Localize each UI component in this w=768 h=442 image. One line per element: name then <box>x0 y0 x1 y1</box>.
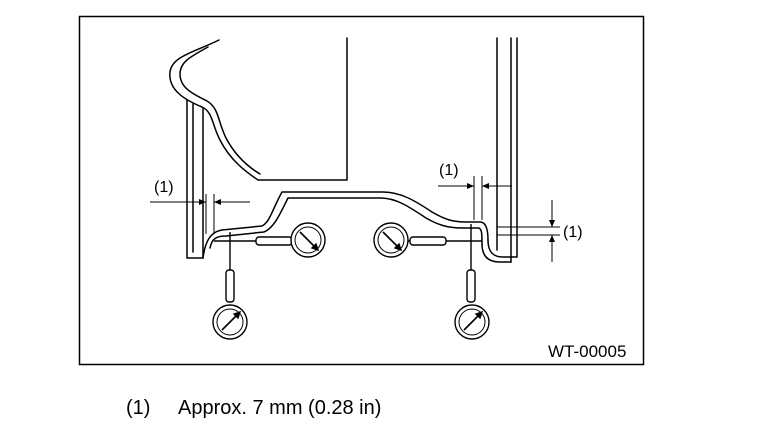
dial-gauge-right-lateral <box>454 224 490 340</box>
dial-gauge-left-lateral <box>212 232 248 340</box>
callout-right-radial: (1) <box>563 224 583 241</box>
figure-id: WT-00005 <box>548 342 627 361</box>
legend-number: (1) <box>126 397 151 419</box>
callout-right-lateral: (1) <box>439 162 459 179</box>
dial-gauge-right-radial <box>373 222 482 258</box>
wheel-rim-profile <box>169 37 518 263</box>
figure-frame <box>78 15 645 366</box>
dimension-lines <box>150 176 560 262</box>
legend-text: Approx. 7 mm (0.28 in) <box>178 397 382 419</box>
dial-gauge-left-radial <box>214 222 326 258</box>
callout-left-lateral: (1) <box>154 179 174 196</box>
legend-caption: (1) Approx. 7 mm (0.28 in) <box>126 397 381 420</box>
